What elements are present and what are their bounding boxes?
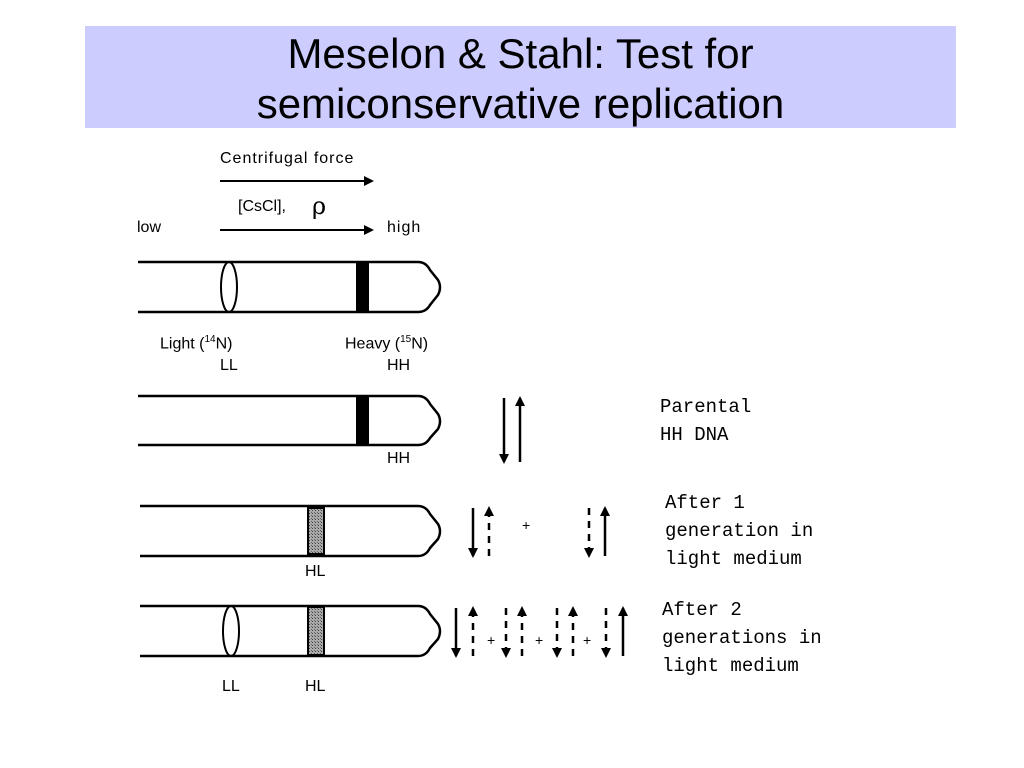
hh-band (356, 262, 369, 312)
high-label: high (387, 219, 422, 236)
hh-band (356, 396, 369, 445)
gen2-hl-band-label: HL (305, 678, 326, 695)
title-banner: Meselon & Stahl: Test for semiconservati… (85, 26, 956, 128)
reference-tube (138, 260, 442, 314)
light-isotope-label: Light (14N) (160, 334, 233, 353)
plus-sign: + (522, 517, 531, 533)
plus-sign: + (535, 632, 544, 648)
plus-sign: + (487, 632, 496, 648)
gen2-dna-strands (451, 606, 628, 658)
parental-dna-strands (499, 396, 525, 464)
title-line-2: semiconservative replication (256, 80, 785, 127)
rho-symbol: ρ (312, 192, 327, 220)
ll-band-label: LL (220, 357, 238, 374)
gen2-note: After 2 generations in light medium (662, 599, 822, 677)
gen1-note: After 1 generation in light medium (665, 492, 814, 570)
ll-band (222, 605, 240, 657)
gen1-tube (140, 504, 442, 558)
parental-hh-band-label: HH (387, 450, 411, 467)
ll-band (220, 261, 238, 313)
gen1-hl-band-label: HL (305, 563, 326, 580)
parental-note: Parental HH DNA (660, 396, 752, 446)
low-label: low (137, 219, 162, 236)
centrifugal-force-label: Centrifugal force (220, 150, 355, 167)
gen2-tube (140, 604, 442, 658)
heavy-isotope-label: Heavy (15N) (345, 334, 429, 353)
parental-tube (138, 394, 442, 447)
plus-sign: + (583, 632, 592, 648)
title-line-1: Meselon & Stahl: Test for (287, 30, 754, 77)
hl-band (307, 606, 325, 656)
cscl-label: [CsCl], (238, 198, 286, 215)
hl-band (307, 507, 325, 555)
gen2-ll-band-label: LL (222, 678, 240, 695)
hh-band-label: HH (387, 357, 411, 374)
gen1-dna-strands (468, 506, 610, 558)
